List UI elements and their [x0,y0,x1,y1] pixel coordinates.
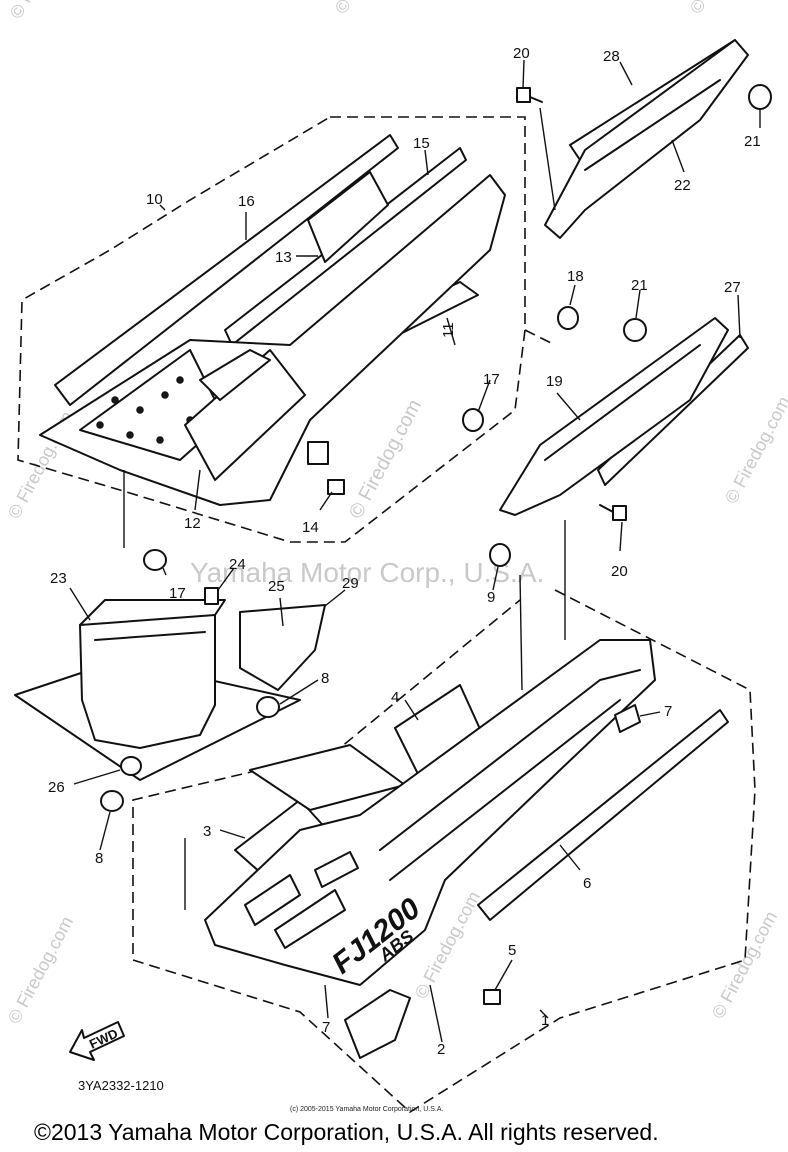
part-23-battery-box [80,615,215,748]
callout-13: 13 [275,249,292,266]
part-19-side-cover [500,318,728,515]
leader-lines [70,60,760,1042]
part-17b-grommet [144,550,166,570]
part-18-grommet [558,307,578,329]
callout-5: 5 [508,942,516,959]
watermark-site-4: © Firedog.com [4,913,77,1027]
watermark-site-3: © Firedog.com [721,393,788,507]
callout-12: 12 [184,515,201,532]
part-code-label: 3YA2332-1210 [78,1078,164,1093]
callout-8a: 8 [321,670,329,687]
part-17a-grommet [463,409,483,431]
callout-6: 6 [583,875,591,892]
part-9-grommet [490,544,510,566]
callout-10: 10 [146,191,163,208]
callout-17b: 17 [169,585,186,602]
part-13-pad [308,172,388,262]
watermark-center-text: Yamaha Motor Corp., U.S.A. [190,557,544,588]
callout-2: 2 [437,1041,445,1058]
lower-cover-ridge-2 [390,700,620,880]
part-20b-bolt [600,505,626,520]
upper-assembly-boundary [18,117,555,542]
watermark-site-7: © Firedog.com [331,0,404,17]
small-copyright: (c) 2005-2015 Yamaha Motor Corporation, … [290,1106,443,1113]
callout-19: 19 [546,373,563,390]
part-2-emblem [345,990,410,1058]
upper-side-cover [40,175,505,505]
part-23-box-ridge [95,632,205,640]
callout-16: 16 [238,193,255,210]
callout-21a: 21 [744,133,761,150]
callout-7a: 7 [664,703,672,720]
watermark-site-1: © Firedog.com [345,396,426,522]
fwd-arrow-shape [70,1022,124,1060]
part-7a-clip [615,705,640,732]
part-21b-grommet [624,319,646,341]
callout-4: 4 [391,689,399,706]
part-14-clip [328,480,344,494]
callout-26: 26 [48,779,65,796]
part-22-rear-cover [545,40,748,238]
callout-11: 11 [440,322,457,338]
callout-3: 3 [203,823,211,840]
part-26-grommet [121,757,141,775]
fwd-arrow: FWD [70,1022,124,1060]
callout-24: 24 [229,556,246,573]
callout-18: 18 [567,268,584,285]
callout-21b: 21 [631,277,648,294]
callout-29: 29 [342,575,359,592]
callout-14: 14 [302,519,319,536]
callout-15: 15 [413,135,430,152]
callout-20a: 20 [513,45,530,62]
watermark-site-8: © Firedog.com [686,0,759,17]
callout-labels: 1 2 3 4 5 6 7 7 8 8 9 10 11 12 13 14 15 … [48,45,761,1058]
part-19-groove [545,345,700,460]
part-8b-grommet [101,791,123,811]
callout-28: 28 [603,48,620,65]
callout-23: 23 [50,570,67,587]
part-22-groove [585,80,720,170]
part-20a-bolt [517,88,542,102]
callout-1: 1 [541,1012,549,1029]
lower-cover-vents [245,852,358,948]
callout-20b: 20 [611,563,628,580]
callout-17a: 17 [483,371,500,388]
lower-cover-ridge [380,670,640,850]
footer-copyright: ©2013 Yamaha Motor Corporation, U.S.A. A… [34,1119,659,1145]
fwd-arrow-label: FWD [87,1026,120,1052]
part-16-decal [55,135,398,405]
part-12-top [200,350,270,400]
part-6-stripe [478,710,728,920]
part-29-bracket [240,605,325,690]
part-8a-grommet [257,697,279,717]
callout-8b: 8 [95,850,103,867]
callout-9: 9 [487,589,495,606]
watermark-site-9: © Firedog.com [6,0,79,22]
part-24-clip [205,588,218,604]
lower-assembly-boundary [133,590,755,1112]
callout-7b: 7 [322,1019,330,1036]
part-21a-grommet [749,85,771,109]
callout-22: 22 [674,177,691,194]
watermark-site-5: © Firedog.com [708,908,781,1022]
part-23-box-rim [80,600,225,625]
callout-25: 25 [268,578,285,595]
part-5-clip [484,990,500,1004]
callout-27: 27 [724,279,741,296]
part-14-bracket [308,442,328,464]
